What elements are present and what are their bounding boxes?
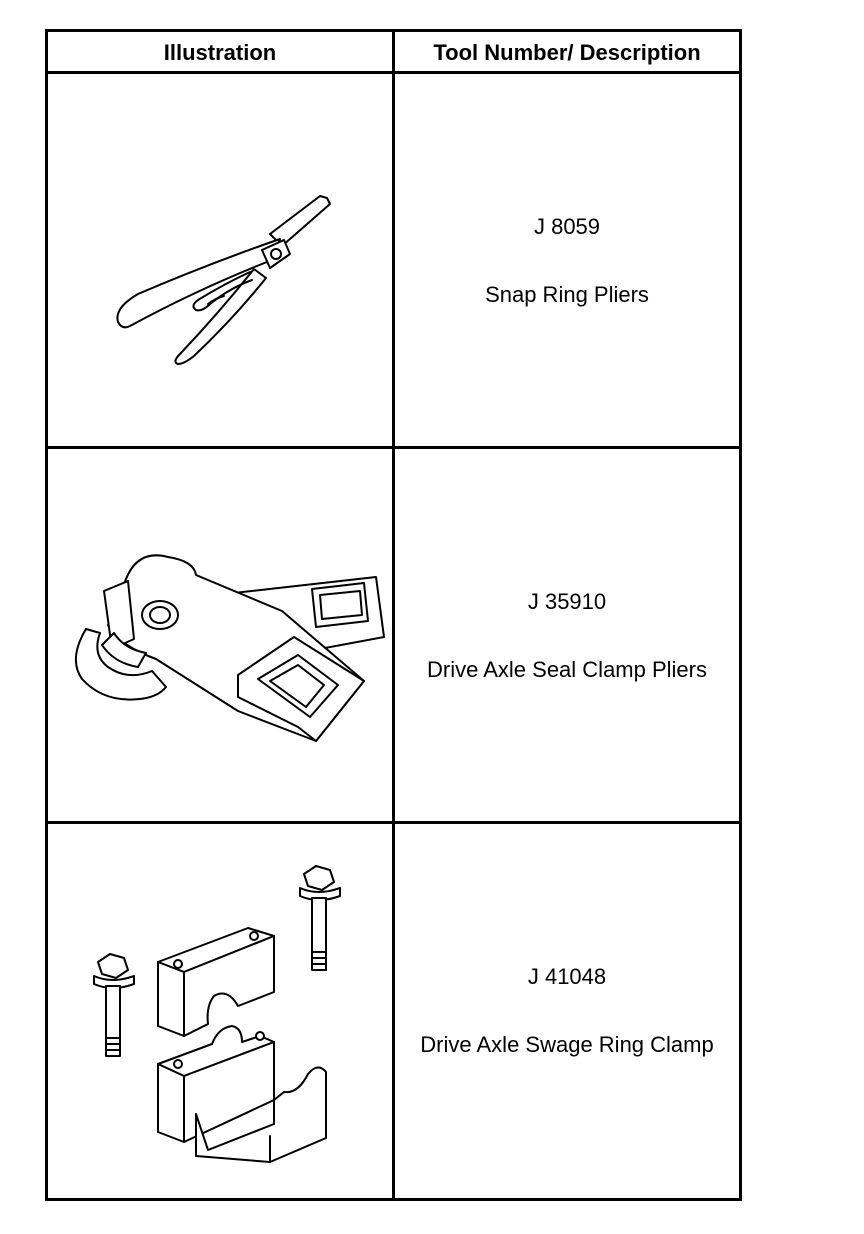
tool-description: Snap Ring Pliers: [485, 282, 649, 307]
tool-number: J 35910: [527, 589, 607, 614]
table-row: J 41048 Drive Axle Swage Ring Clamp: [48, 824, 739, 1198]
snap-ring-pliers-icon: [116, 195, 331, 365]
illustration-cell: [48, 449, 392, 821]
swage-ring-clamp-icon: [93, 865, 341, 1163]
seal-clamp-pliers-icon: [75, 554, 385, 742]
tool-description-cell: J 41048 Drive Axle Swage Ring Clamp: [395, 824, 739, 1198]
tool-description: Drive Axle Seal Clamp Pliers: [427, 657, 707, 682]
tool-description: Drive Axle Swage Ring Clamp: [420, 1032, 714, 1057]
tool-number: J 41048: [527, 964, 607, 989]
column-divider: [392, 32, 395, 1198]
header-illustration: Illustration: [163, 40, 277, 65]
tool-description-cell: J 35910 Drive Axle Seal Clamp Pliers: [395, 449, 739, 821]
illustration-cell: [48, 824, 392, 1198]
tool-description-cell: J 8059 Snap Ring Pliers: [395, 74, 739, 446]
tool-table: Illustration Tool Number/ Description J …: [45, 29, 742, 1201]
tool-number: J 8059: [533, 214, 601, 239]
illustration-cell: [48, 74, 392, 446]
header-tool-number-description: Tool Number/ Description: [433, 40, 701, 65]
